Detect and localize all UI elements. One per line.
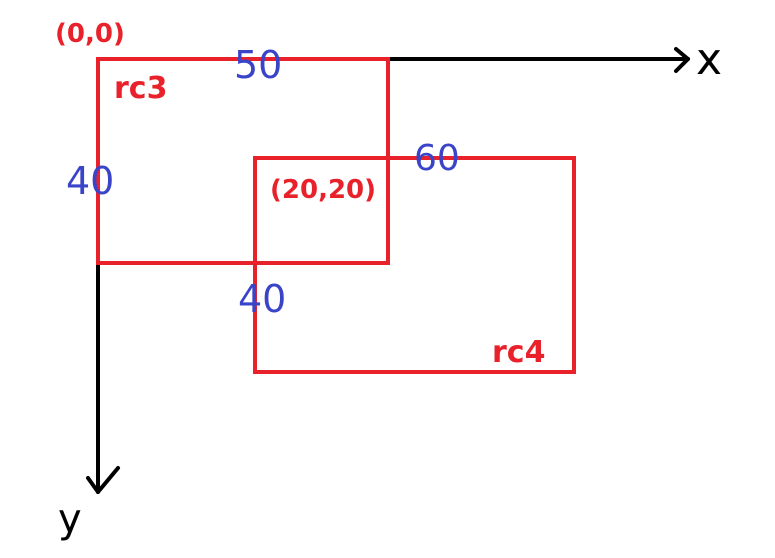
y-axis-label: y bbox=[58, 496, 82, 542]
rc3-width-label: 50 bbox=[234, 43, 282, 87]
rect-rc3 bbox=[96, 57, 390, 265]
x-axis-arrowhead bbox=[674, 47, 690, 73]
rc3-height-label: 40 bbox=[66, 159, 114, 203]
origin-label: (0,0) bbox=[55, 19, 125, 49]
rc4-corner-label: (20,20) bbox=[270, 175, 376, 205]
rc4-width-label: 60 bbox=[414, 138, 460, 179]
rc3-name-label: rc3 bbox=[114, 71, 167, 106]
y-axis-arrowhead bbox=[86, 466, 120, 494]
x-axis-label: x bbox=[696, 34, 722, 85]
rect-rc4 bbox=[253, 156, 576, 374]
y-axis bbox=[86, 57, 120, 494]
rc4-name-label: rc4 bbox=[492, 335, 545, 370]
rc4-height-label: 40 bbox=[238, 277, 286, 321]
